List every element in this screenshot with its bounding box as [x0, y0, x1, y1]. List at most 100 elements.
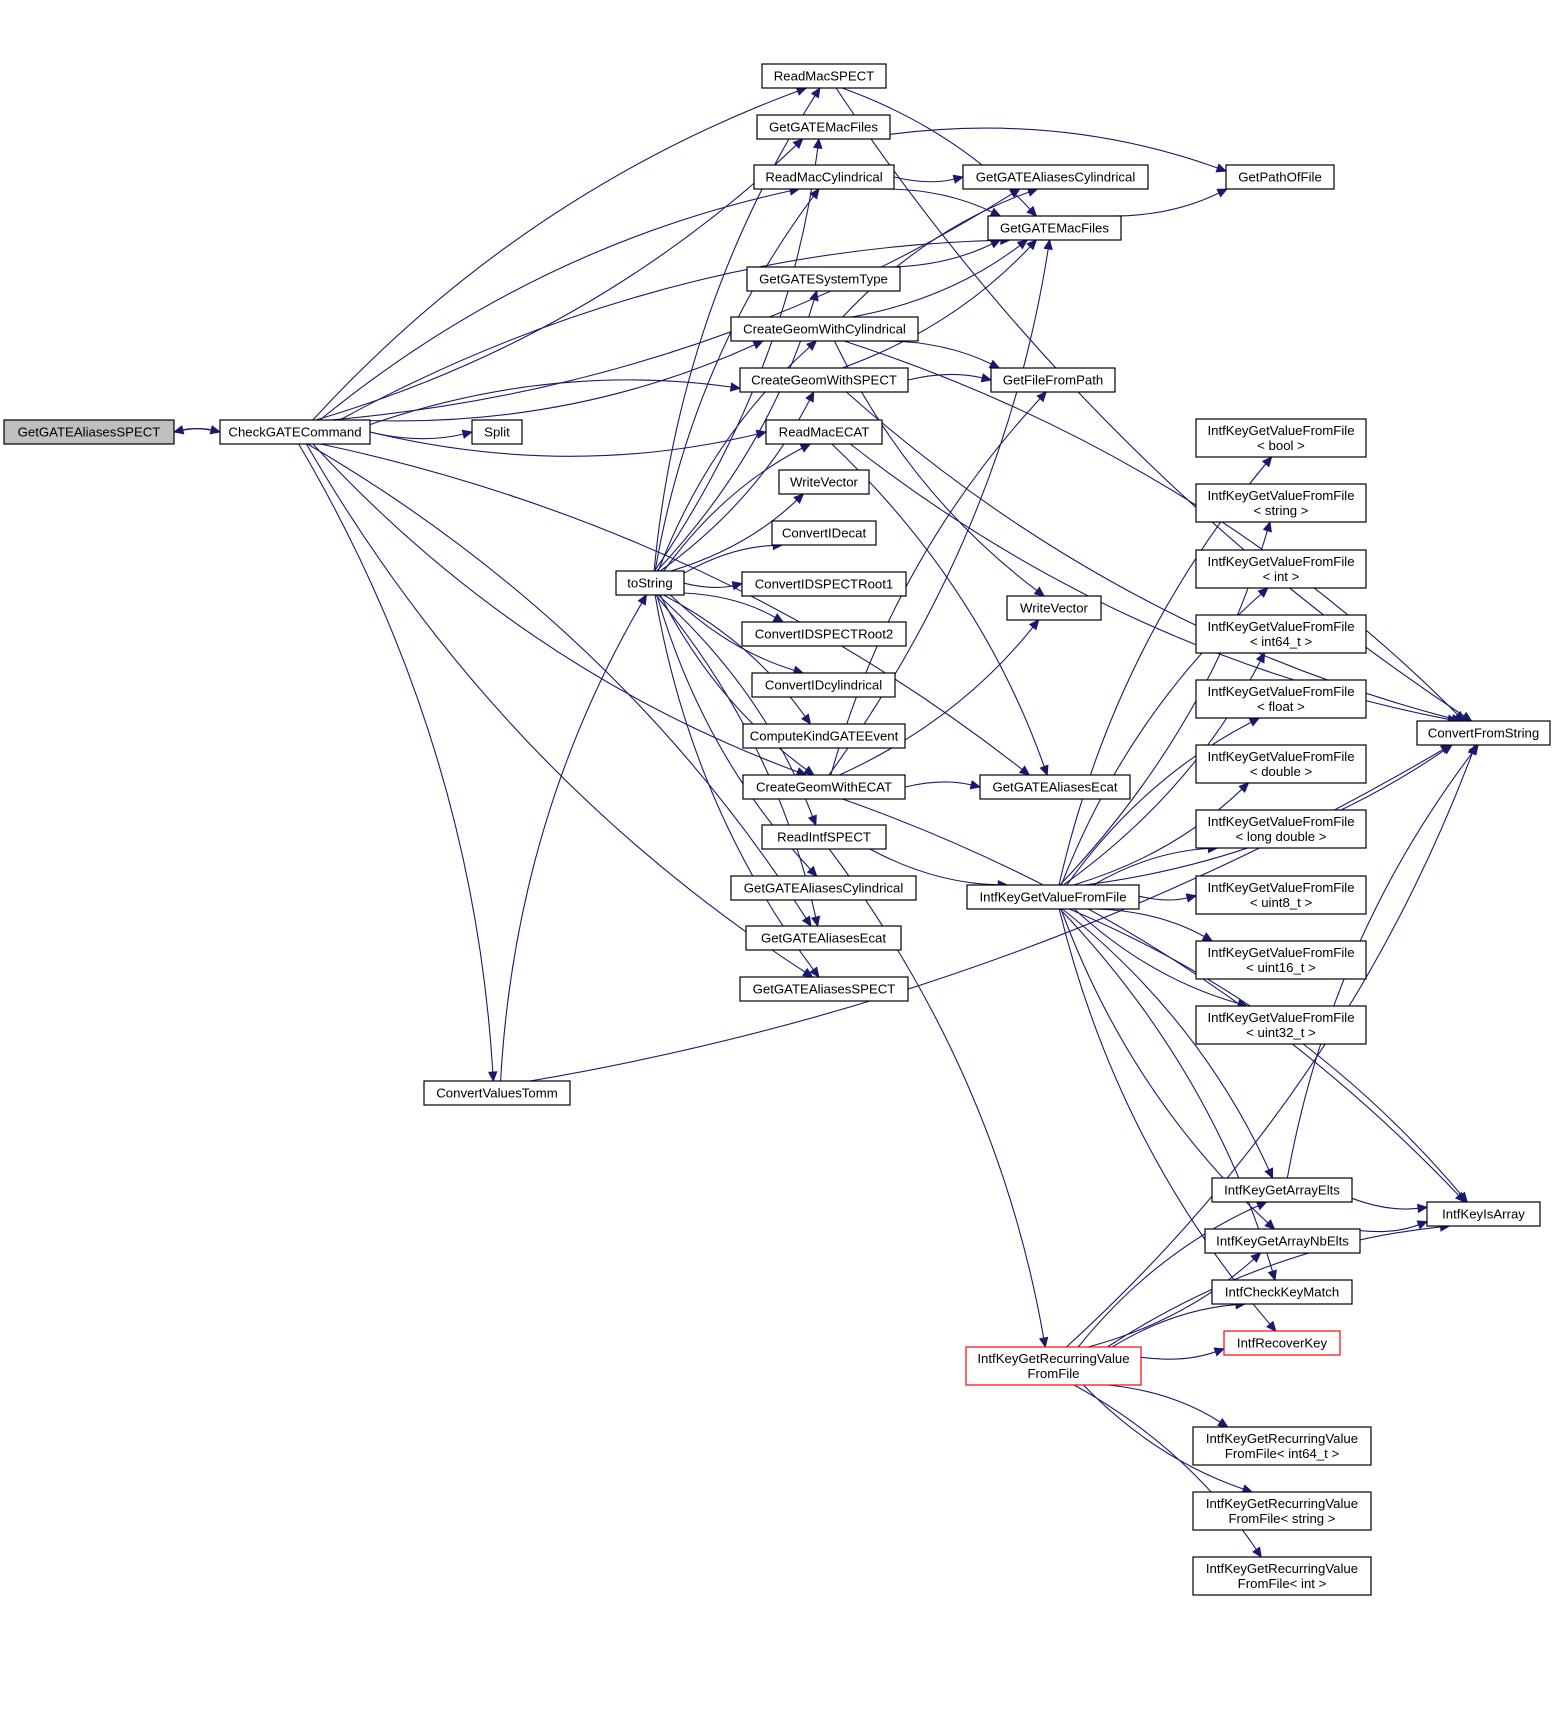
edge-tostring-to-gaspect	[654, 594, 820, 978]
node-convidspect1[interactable]: ConvertIDSPECTRoot1	[741, 571, 907, 597]
node-box	[1195, 418, 1367, 458]
edge-line	[878, 340, 992, 365]
node-box	[1223, 1330, 1341, 1356]
arrowhead	[1036, 391, 1048, 403]
node-label: < double >	[1250, 764, 1313, 779]
node-label: IntfKeyGetValueFromFile	[1207, 684, 1354, 699]
node-t_ldouble[interactable]: IntfKeyGetValueFromFile< long double >	[1195, 809, 1367, 849]
node-label: FromFile< string >	[1229, 1511, 1336, 1526]
node-t_double[interactable]: IntfKeyGetValueFromFile< double >	[1195, 744, 1367, 784]
arrowhead	[1238, 782, 1250, 794]
node-gaecat1[interactable]: GetGATEAliasesEcat	[745, 925, 902, 951]
node-split[interactable]: Split	[471, 419, 523, 445]
node-gaspect[interactable]: GetGATEAliasesSPECT	[739, 976, 909, 1002]
node-label: toString	[627, 576, 672, 591]
edge-ikgrv-to-recoverkey	[1140, 1347, 1226, 1360]
node-writevec2[interactable]: WriteVector	[1006, 595, 1102, 621]
arrowhead	[1026, 205, 1038, 217]
edge-line	[1359, 1224, 1419, 1233]
edge-ikgv-to-checkkeymatch	[1059, 908, 1277, 1282]
node-getpathoffile[interactable]: GetPathOfFile	[1225, 164, 1335, 190]
node-convidcyl[interactable]: ConvertIDcylindrical	[751, 672, 896, 698]
node-box	[751, 672, 896, 698]
node-gaecat2[interactable]: GetGATEAliasesEcat	[979, 774, 1131, 800]
node-label: FromFile< int64_t >	[1225, 1446, 1340, 1461]
node-t_int[interactable]: IntfKeyGetValueFromFile< int >	[1195, 549, 1367, 589]
node-t_uint8[interactable]: IntfKeyGetValueFromFile< uint8_t >	[1195, 875, 1367, 915]
node-root[interactable]: GetGATEAliasesSPECT	[3, 419, 175, 445]
node-getfilefrompath[interactable]: GetFileFromPath	[990, 367, 1116, 393]
node-readmaccyl[interactable]: ReadMacCylindrical	[753, 164, 895, 190]
node-label: WriteVector	[1020, 601, 1089, 616]
arrowhead	[1468, 744, 1479, 756]
node-label: CheckGATECommand	[228, 425, 361, 440]
node-box	[990, 367, 1116, 393]
edge-line	[1062, 908, 1270, 1171]
node-label: GetGATEAliasesSPECT	[18, 425, 161, 440]
node-box	[1006, 595, 1102, 621]
node-computekind[interactable]: ComputeKindGATEEvent	[742, 723, 906, 749]
node-readmacecat[interactable]: ReadMacECAT	[765, 419, 883, 445]
node-t_int64[interactable]: IntfKeyGetValueFromFile< int64_t >	[1195, 614, 1367, 654]
node-label: ReadMacCylindrical	[765, 170, 882, 185]
node-label: Split	[484, 425, 510, 440]
arrowhead	[1216, 188, 1229, 198]
arrowhead	[461, 429, 474, 439]
node-t_uint16[interactable]: IntfKeyGetValueFromFile< uint16_t >	[1195, 940, 1367, 980]
node-convidspect2[interactable]: ConvertIDSPECTRoot2	[741, 621, 907, 647]
edge-tostring-to-writevec1	[670, 493, 805, 572]
edge-line	[312, 443, 798, 773]
node-recoverkey[interactable]: IntfRecoverKey	[1223, 1330, 1341, 1356]
node-label: IntfKeyGetValueFromFile	[1207, 423, 1354, 438]
node-label: ConvertValuesTomm	[436, 1086, 557, 1101]
node-convtomm[interactable]: ConvertValuesTomm	[423, 1080, 571, 1106]
node-arraynbelts[interactable]: IntfKeyGetArrayNbElts	[1204, 1228, 1361, 1254]
node-label: WriteVector	[790, 475, 859, 490]
node-arrayelts[interactable]: IntfKeyGetArrayElts	[1211, 1177, 1353, 1203]
node-getmacfiles1[interactable]: GetGATEMacFiles	[756, 114, 891, 140]
node-label: ConvertIDcylindrical	[765, 678, 882, 693]
node-tostring[interactable]: toString	[615, 570, 685, 596]
node-label: CreateGeomWithSPECT	[751, 373, 897, 388]
edge-line	[305, 443, 806, 973]
node-t_string[interactable]: IntfKeyGetValueFromFile< string >	[1195, 483, 1367, 523]
edge-convtomm-to-tostring	[500, 593, 648, 1082]
node-cgspect[interactable]: CreateGeomWithSPECT	[739, 367, 909, 393]
node-ikgv[interactable]: IntfKeyGetValueFromFile	[966, 884, 1140, 910]
node-cgecat[interactable]: CreateGeomWithECAT	[742, 774, 906, 800]
edge-line	[663, 594, 806, 717]
node-t_float[interactable]: IntfKeyGetValueFromFile< float >	[1195, 679, 1367, 719]
node-readintfspect[interactable]: ReadIntfSPECT	[761, 824, 887, 850]
node-convfromstring[interactable]: ConvertFromString	[1416, 720, 1551, 746]
node-check[interactable]: CheckGATECommand	[219, 419, 371, 445]
edge-line	[683, 592, 776, 618]
node-checkkeymatch[interactable]: IntfCheckKeyMatch	[1211, 1279, 1353, 1305]
node-t_uint32[interactable]: IntfKeyGetValueFromFile< uint32_t >	[1195, 1005, 1367, 1045]
arrowhead	[1255, 1201, 1268, 1211]
arrowhead	[1033, 586, 1046, 597]
node-getsystype[interactable]: GetGATESystemType	[746, 266, 901, 292]
node-label: GetGATEAliasesSPECT	[753, 982, 896, 997]
node-cgcyl[interactable]: CreateGeomWithCylindrical	[730, 316, 919, 342]
edge-tostring-to-convidcyl	[670, 594, 805, 675]
node-t_bool[interactable]: IntfKeyGetValueFromFile< bool >	[1195, 418, 1367, 458]
node-keyisarray[interactable]: IntfKeyIsArray	[1426, 1201, 1541, 1227]
node-gacyl1[interactable]: GetGATEAliasesCylindrical	[730, 875, 917, 901]
edge-line	[1140, 1351, 1216, 1360]
node-getmacfiles2[interactable]: GetGATEMacFiles	[987, 215, 1122, 241]
node-writevec1[interactable]: WriteVector	[778, 469, 870, 495]
node-box	[1195, 614, 1367, 654]
node-readmacspect[interactable]: ReadMacSPECT	[761, 63, 887, 89]
arrowhead	[1028, 619, 1040, 631]
node-gacyl2[interactable]: GetGATEAliasesCylindrical	[962, 164, 1149, 190]
node-box	[1225, 164, 1335, 190]
node-convidecat[interactable]: ConvertIDecat	[771, 520, 877, 546]
node-label: GetGATEMacFiles	[769, 120, 878, 135]
node-label: ReadIntfSPECT	[777, 830, 871, 845]
arrowhead	[792, 138, 804, 150]
arrowhead	[801, 915, 812, 928]
